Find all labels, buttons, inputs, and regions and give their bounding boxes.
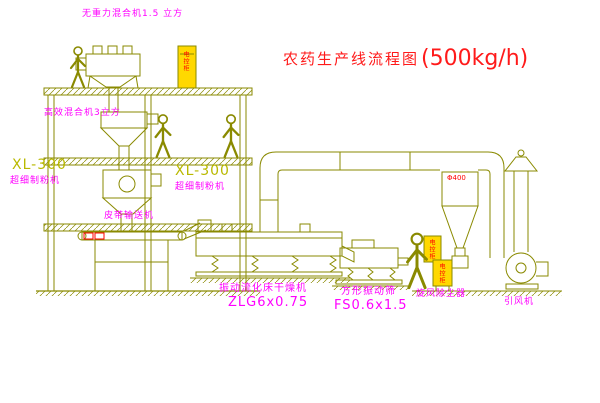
label-square-screen: 方形振动筛 [341, 286, 396, 297]
vibrating-screen [335, 239, 409, 285]
diagram-title: 农药生产线流程图(500kg/h) [283, 46, 528, 71]
label-cabinet-2: 电控柜 [428, 239, 435, 260]
title-text: 农药生产线流程图 [283, 50, 420, 68]
label-belt-conveyor: 皮带输送机 [104, 211, 155, 221]
label-efficient-mixer: 高效混合机3立方 [44, 108, 121, 118]
control-cabinet-3 [432, 259, 453, 291]
label-mill-model: XL-300 [12, 157, 67, 173]
control-cabinet-1 [177, 45, 197, 89]
title-capacity: (500kg/h) [421, 46, 529, 71]
label-cabinet-3: 电控柜 [438, 263, 445, 284]
induced-draft-fan [505, 252, 549, 290]
label-cyclone-size: Φ400 [447, 174, 466, 182]
cyclone-separator [441, 171, 479, 269]
label-dryer-model: ZLG6x0.75 [228, 295, 309, 310]
ground-right [412, 290, 562, 296]
fluid-bed-dryer [195, 219, 355, 277]
label-cyclone: 旋风除尘器 [416, 289, 467, 299]
label-mill-name-2: 超细制粉机 [175, 182, 226, 192]
building-frame [43, 87, 253, 292]
ground-left [36, 290, 260, 296]
ground-screen [332, 285, 408, 290]
label-cabinet-1: 电控柜 [182, 51, 189, 72]
exhaust-duct [259, 151, 505, 258]
label-screen-model: FS0.6x1.5 [334, 298, 408, 313]
gravity-mixer [75, 45, 141, 113]
ground-dryer [190, 277, 350, 283]
label-fluid-bed-dryer: 振动流化床干燥机 [219, 283, 307, 294]
label-mill-name: 超细制粉机 [10, 176, 61, 186]
person-figure [222, 113, 240, 159]
label-fan: 引风机 [504, 297, 535, 307]
belt-conveyor [77, 222, 207, 291]
mill [101, 169, 162, 233]
person-figure [69, 45, 87, 89]
label-mill-model-2: XL-300 [175, 163, 230, 179]
label-gravity-mixer: 无重力混合机1.5 立方 [82, 9, 184, 19]
exhaust-stack [503, 149, 539, 252]
conveyor-red-marks [83, 232, 105, 240]
